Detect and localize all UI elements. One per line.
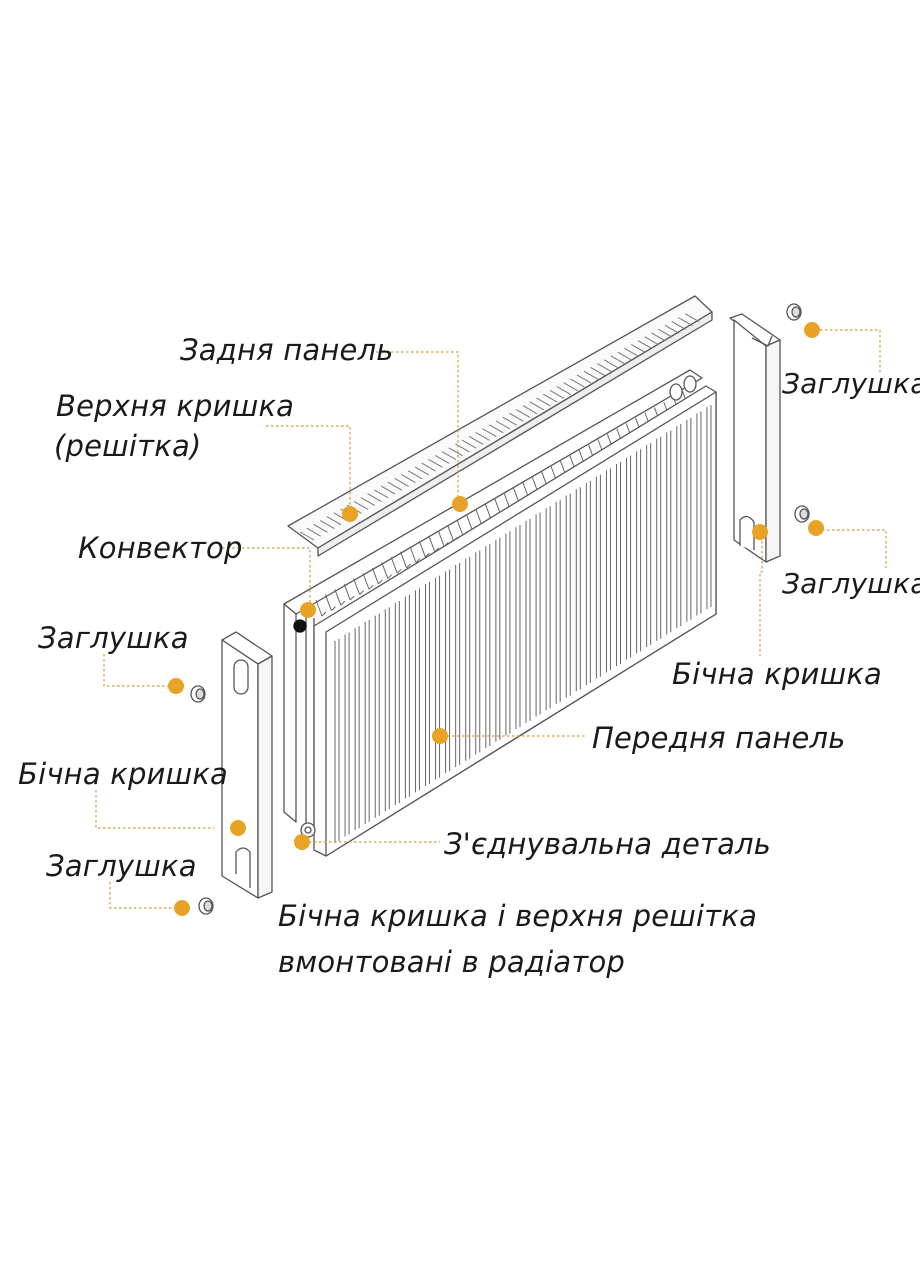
callout-dot-connector <box>294 834 310 850</box>
leader-plug-bottom-left <box>109 882 178 909</box>
top-grille <box>287 295 713 557</box>
callout-dot-back-panel <box>452 496 468 512</box>
label-plug-top-right: Заглушка <box>782 367 920 400</box>
callout-dot-side-cover-right <box>752 524 768 540</box>
label-plug-mid-right: Заглушка <box>782 567 920 600</box>
label-convector: Конвектор <box>78 531 243 565</box>
plug-icon-left <box>190 685 206 703</box>
label-side-cover-left: Бічна кришка <box>18 757 229 791</box>
label-top-cover-line2: (решітка) <box>54 429 202 463</box>
label-top-cover-line1: Верхня кришка <box>56 389 295 423</box>
label-plug-top-left: Заглушка <box>38 621 189 655</box>
callout-dot-front-panel <box>432 728 448 744</box>
note-line2: вмонтовані в радіатор <box>278 945 626 979</box>
note-line1: Бічна кришка і верхня решітка <box>278 899 758 933</box>
leader-side-cover-left <box>95 790 214 829</box>
callout-dot-plug-mid-right <box>808 520 824 536</box>
plug-icon-bottom-left <box>198 897 214 915</box>
label-plug-bottom-left: Заглушка <box>46 849 197 883</box>
callout-dot-convector <box>300 602 316 618</box>
leader-side-cover-right <box>759 536 763 656</box>
plug-icon-top-right <box>786 303 802 321</box>
pipe-ends <box>669 375 697 401</box>
plug-icon-mid-right <box>794 505 810 523</box>
leader-plug-top-right <box>820 329 881 374</box>
label-connector: З'єднувальна деталь <box>444 827 772 861</box>
side-cover-right <box>729 313 781 563</box>
callout-dot-plug-top-right <box>804 322 820 338</box>
leader-plug-left <box>103 654 172 687</box>
label-back-panel: Задня панель <box>180 333 394 367</box>
leader-back-panel <box>376 351 459 504</box>
callout-dot-plug-bottom-left <box>174 900 190 916</box>
callout-dot-plug-left <box>168 678 184 694</box>
callout-dot-side-cover-left <box>230 820 246 836</box>
label-side-cover-right: Бічна кришка <box>672 657 883 691</box>
label-front-panel: Передня панель <box>592 721 846 755</box>
leader-plug-mid-right <box>822 529 887 568</box>
side-cover-left <box>221 631 273 899</box>
front-panel <box>300 385 717 857</box>
callout-dot-top-cover <box>342 506 358 522</box>
